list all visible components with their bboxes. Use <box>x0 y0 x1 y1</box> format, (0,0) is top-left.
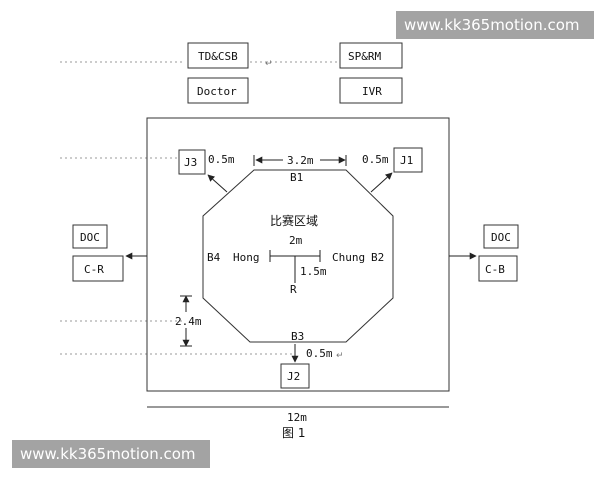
b1-label: B1 <box>290 171 303 184</box>
b3-label: B3 <box>291 330 304 343</box>
dim-3-2m-label: 3.2m <box>287 154 314 167</box>
ivr-label: IVR <box>362 85 382 98</box>
doc-right-label: DOC <box>491 231 511 244</box>
sp-rm-label: SP&RM <box>348 50 381 63</box>
b4-label: B4 <box>207 251 221 264</box>
sp-rm-box <box>339 42 403 69</box>
svg-text:↵: ↵ <box>265 59 273 69</box>
td-csb-box <box>187 42 249 69</box>
doc-left-box <box>72 224 108 249</box>
dim-2-4m-label: 2.4m <box>175 315 202 328</box>
dim-0-5m-left-label: 0.5m <box>208 153 235 166</box>
arrow-to-j3 <box>207 174 228 193</box>
r-label: R <box>290 283 297 296</box>
doctor-label: Doctor <box>197 85 237 98</box>
ivr-box <box>339 77 403 104</box>
doc-right-box <box>483 224 519 249</box>
doc-left-label: DOC <box>80 231 100 244</box>
dim-2m-label: 2m <box>289 234 303 247</box>
arrows <box>125 156 477 363</box>
dim-0-5m-bottom-label: 0.5m <box>306 347 333 360</box>
c-b-label: C-B <box>485 263 505 276</box>
dim-1-5m-label: 1.5m <box>300 265 327 278</box>
dim-12m-label: 12m <box>287 411 307 424</box>
watermark-bottom: www.kk365motion.com <box>12 440 210 468</box>
j1-label: J1 <box>400 154 413 167</box>
j2-box <box>280 363 310 389</box>
c-b-box <box>478 255 518 282</box>
outer-area <box>146 117 450 392</box>
arrow-to-j1 <box>370 172 393 193</box>
return-marks: ↵ ↵ <box>265 59 344 361</box>
td-csb-label: TD&CSB <box>198 50 238 63</box>
dim-0-5m-right-label: 0.5m <box>362 153 389 166</box>
c-r-box <box>72 255 124 282</box>
doctor-box <box>187 77 249 104</box>
dotted-guides <box>60 61 338 355</box>
j1-box <box>393 147 423 173</box>
dimension-ticks <box>180 155 347 347</box>
b2-label: B2 <box>371 251 384 264</box>
svg-text:↵: ↵ <box>336 351 344 361</box>
j3-box <box>178 149 206 175</box>
figure-caption: 图 1 <box>282 426 305 440</box>
watermark-top: www.kk365motion.com <box>396 11 594 39</box>
area-title: 比赛区域 <box>270 213 318 228</box>
center-marks <box>269 250 321 283</box>
c-r-label: C-R <box>84 263 104 276</box>
hong-label: Hong <box>233 251 260 264</box>
chung-label: Chung <box>332 251 365 264</box>
j3-label: J3 <box>184 156 197 169</box>
j2-label: J2 <box>287 370 300 383</box>
octagon-competition-area <box>202 169 394 343</box>
